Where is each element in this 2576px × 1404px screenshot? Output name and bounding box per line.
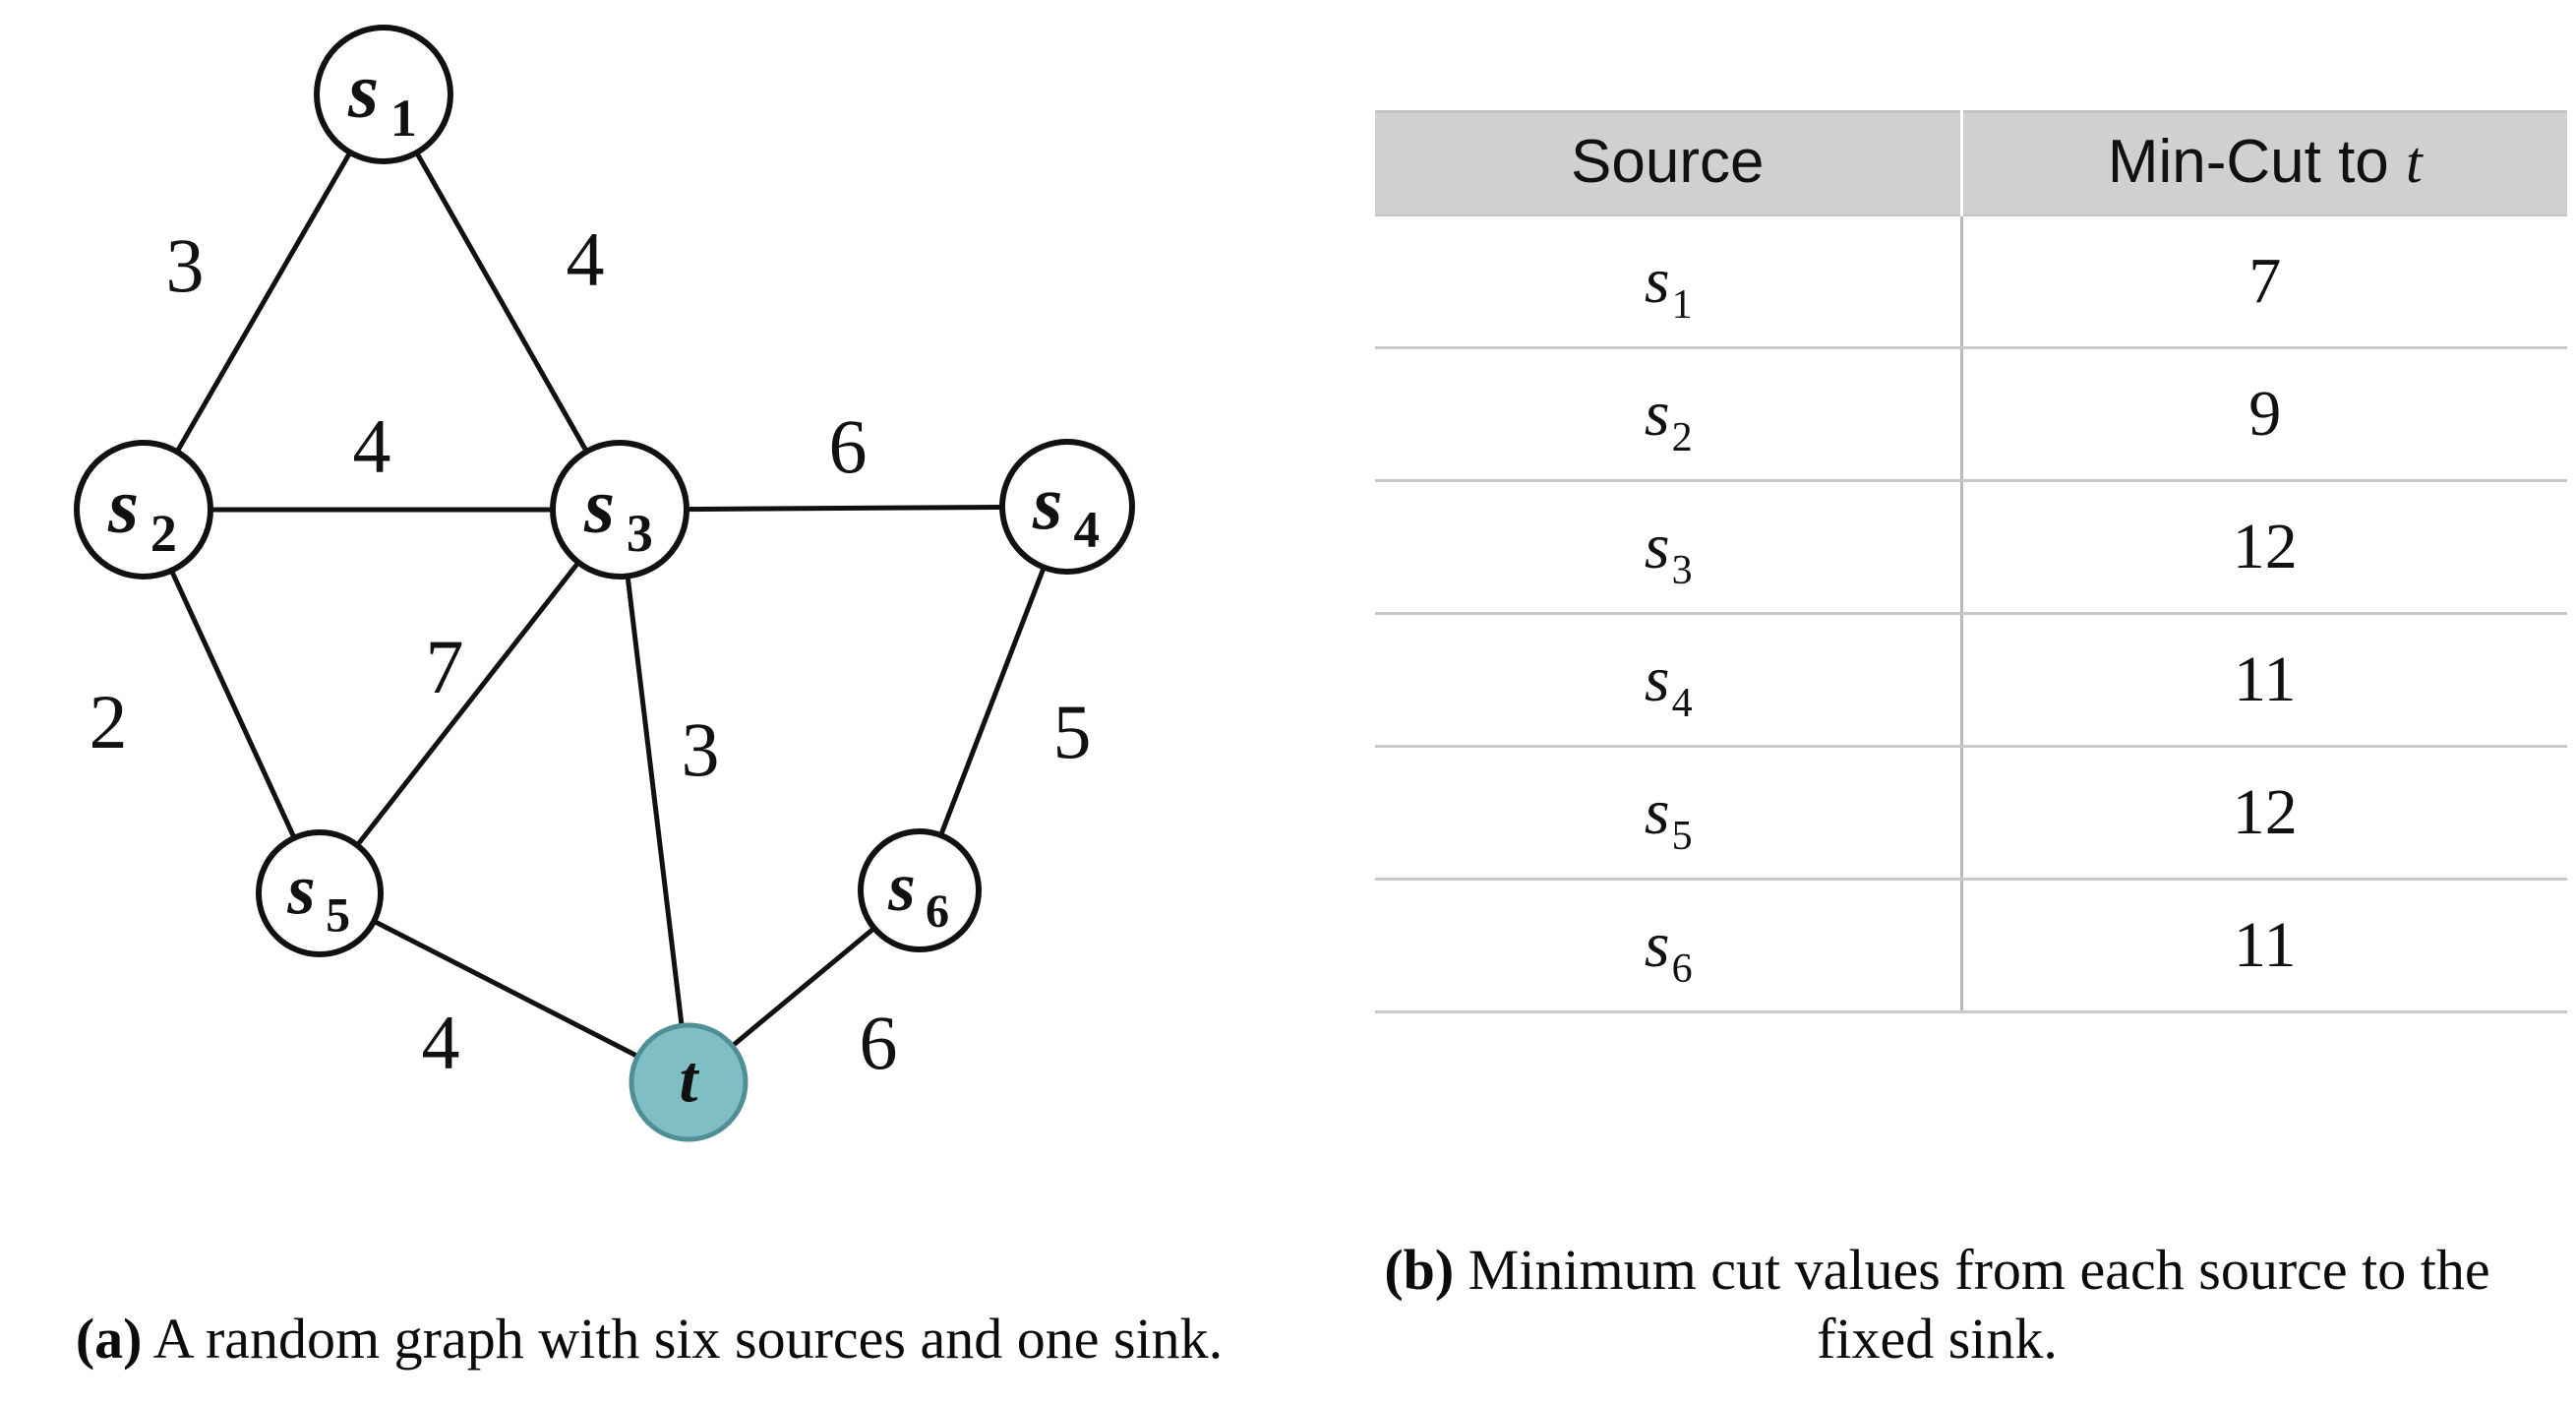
node-label-s2: s: [107, 462, 139, 549]
caption-a-text: A random graph with six sources and one …: [152, 1307, 1224, 1372]
edge-s3-s4: [682, 504, 1007, 513]
cell-mincut-value: 7: [1961, 215, 2567, 349]
node-label-sub-s6: 6: [926, 885, 949, 938]
edge-weight-s3-s5: 7: [426, 624, 464, 709]
source-variable-subscript: 2: [1671, 415, 1693, 460]
column-header-mincut-label: Min-Cut to: [2107, 128, 2407, 196]
node-label-s4: s: [1032, 459, 1062, 545]
edge-weights-layer: 3 4 4 6 2 7 3 5 4 6: [90, 216, 1092, 1085]
source-variable: s2: [1644, 378, 1693, 460]
node-label-s1: s: [347, 47, 379, 134]
node-circle-s3: [550, 440, 689, 580]
edge-weight-s4-s6: 5: [1053, 689, 1092, 774]
edge-s5-t: [369, 917, 642, 1060]
table-header-row: Source Min-Cut to t: [1375, 110, 2567, 216]
node-label-sub-s1: 1: [390, 89, 417, 148]
table-row: s3 12: [1375, 480, 2567, 615]
edges-layer: [168, 148, 1048, 1060]
table-row: s6 11: [1375, 879, 2567, 1013]
node-label-sub-s3: 3: [627, 504, 653, 563]
cell-mincut-value: 11: [1961, 613, 2567, 748]
cell-source: s2: [1375, 347, 1963, 482]
cell-source: s3: [1375, 480, 1963, 615]
source-variable: s3: [1644, 511, 1693, 593]
table-header: Source Min-Cut to t: [1375, 110, 2567, 216]
node-circle-s5: [256, 829, 384, 957]
cell-mincut-value: 9: [1961, 347, 2567, 482]
column-header-mincut-sink-var: t: [2406, 130, 2423, 195]
edge-s3-s5: [353, 558, 582, 850]
column-header-source-label: Source: [1571, 128, 1765, 196]
edge-s1-s3: [413, 148, 590, 457]
source-variable: s4: [1644, 643, 1693, 726]
node-circle-s6: [858, 828, 982, 952]
edge-s1-s2: [173, 148, 354, 457]
caption-a-prefix: (a): [75, 1307, 143, 1372]
node-label-sub-s4: 4: [1074, 502, 1101, 559]
column-header-source: Source: [1375, 110, 1963, 216]
cell-source: s5: [1375, 746, 1963, 881]
edge-s3-t: [625, 572, 685, 1030]
cell-mincut-value: 11: [1961, 879, 2567, 1013]
node-circle-s2: [74, 440, 213, 580]
edge-s6-t: [728, 924, 878, 1050]
source-variable: s6: [1644, 909, 1693, 992]
table-row: s1 7: [1375, 215, 2567, 349]
node-circle-s1: [314, 25, 453, 164]
edge-weight-s1-s3: 4: [567, 216, 605, 302]
node-label-sub-s5: 5: [326, 886, 350, 942]
source-variable: s1: [1644, 245, 1693, 328]
caption-a: (a) A random graph with six sources and …: [0, 1305, 1298, 1374]
cell-mincut-value: 12: [1961, 746, 2567, 881]
column-header-mincut: Min-Cut to t: [1961, 110, 2567, 216]
cell-source: s1: [1375, 215, 1963, 349]
source-variable-subscript: 5: [1671, 814, 1693, 859]
node-label-sub-s2: 2: [150, 504, 177, 563]
table-row: s2 9: [1375, 347, 2567, 482]
cell-mincut-value: 12: [1961, 480, 2567, 615]
edge-s4-s6: [937, 563, 1048, 840]
table-row: s4 11: [1375, 613, 2567, 748]
caption-b-text: Minimum cut values from each source to t…: [1468, 1237, 2490, 1372]
node-label-s6: s: [887, 849, 916, 926]
source-variable-subscript: 4: [1671, 681, 1693, 726]
table-row: s5 12: [1375, 746, 2567, 881]
edge-weight-s2-s5: 2: [90, 679, 128, 764]
source-variable-subscript: 6: [1671, 946, 1693, 992]
edge-weight-s1-s2: 3: [166, 222, 205, 308]
caption-b-prefix: (b): [1384, 1237, 1455, 1302]
caption-b: (b) Minimum cut values from each source …: [1298, 1236, 2576, 1375]
cell-source: s4: [1375, 613, 1963, 748]
node-label-s3: s: [583, 462, 615, 549]
cell-source: s6: [1375, 879, 1963, 1013]
source-variable-subscript: 1: [1671, 282, 1693, 328]
edge-weight-s3-s4: 6: [829, 403, 868, 489]
source-variable: s5: [1644, 776, 1693, 859]
node-circle-s4: [999, 439, 1135, 575]
edge-s2-s5: [168, 566, 298, 842]
node-label-s5: s: [286, 849, 315, 929]
edge-weight-s2-s3: 4: [353, 403, 391, 489]
edge-weight-s6-t: 6: [860, 1000, 898, 1085]
source-variable-subscript: 3: [1671, 548, 1693, 593]
edge-weight-s3-t: 3: [682, 706, 720, 792]
node-circle-t: [629, 1022, 749, 1142]
graph-node-t[interactable]: t: [629, 1022, 749, 1142]
edge-weight-s5-t: 4: [422, 1000, 460, 1085]
node-label-t: t: [680, 1041, 700, 1116]
